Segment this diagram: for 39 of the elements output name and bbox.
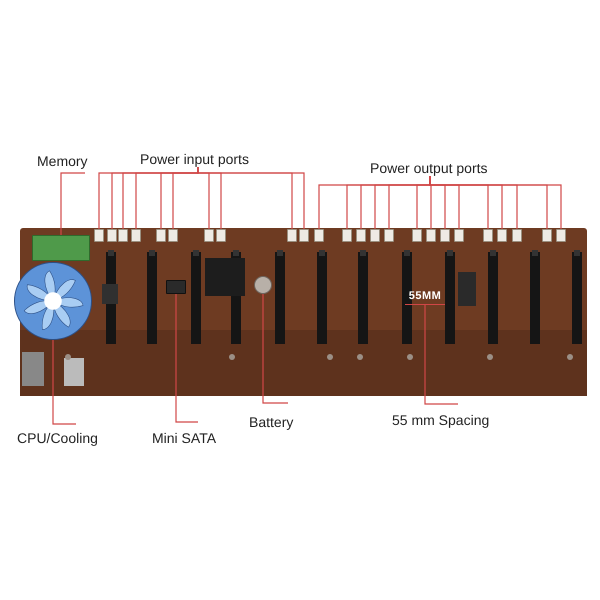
power-connector xyxy=(168,229,178,242)
power-connector xyxy=(314,229,324,242)
power-connector xyxy=(556,229,566,242)
power-connector xyxy=(426,229,436,242)
callout-label: CPU/Cooling xyxy=(17,430,98,446)
leader-line xyxy=(175,294,198,423)
power-connector xyxy=(204,229,214,242)
power-connector xyxy=(356,229,366,242)
power-connector xyxy=(454,229,464,242)
power-connector xyxy=(107,229,117,242)
power-connector xyxy=(542,229,552,242)
power-connector xyxy=(384,229,394,242)
power-connector xyxy=(497,229,507,242)
dimension-marking: 55MM xyxy=(405,289,445,305)
callout-label: Mini SATA xyxy=(152,430,216,446)
power-connector xyxy=(370,229,380,242)
power-connector xyxy=(412,229,422,242)
power-connector xyxy=(118,229,128,242)
callout-label: Memory xyxy=(37,153,88,169)
power-connector xyxy=(512,229,522,242)
leader-line xyxy=(424,305,458,405)
power-connector xyxy=(156,229,166,242)
callout-label: 55 mm Spacing xyxy=(392,412,490,428)
power-connector xyxy=(131,229,141,242)
power-connector xyxy=(483,229,493,242)
leader-line xyxy=(262,294,288,404)
mini-sata-chip xyxy=(166,280,186,294)
power-connector xyxy=(299,229,309,242)
power-connector xyxy=(216,229,226,242)
leader-line xyxy=(60,172,86,235)
memory-module xyxy=(32,235,90,261)
power-connector xyxy=(287,229,297,242)
power-connector xyxy=(440,229,450,242)
power-connector xyxy=(342,229,352,242)
callout-label: Battery xyxy=(249,414,294,430)
power-connector xyxy=(94,229,104,242)
leader-line xyxy=(52,340,76,425)
callout-label: Power output ports xyxy=(370,160,488,176)
callout-label: Power input ports xyxy=(140,151,249,167)
